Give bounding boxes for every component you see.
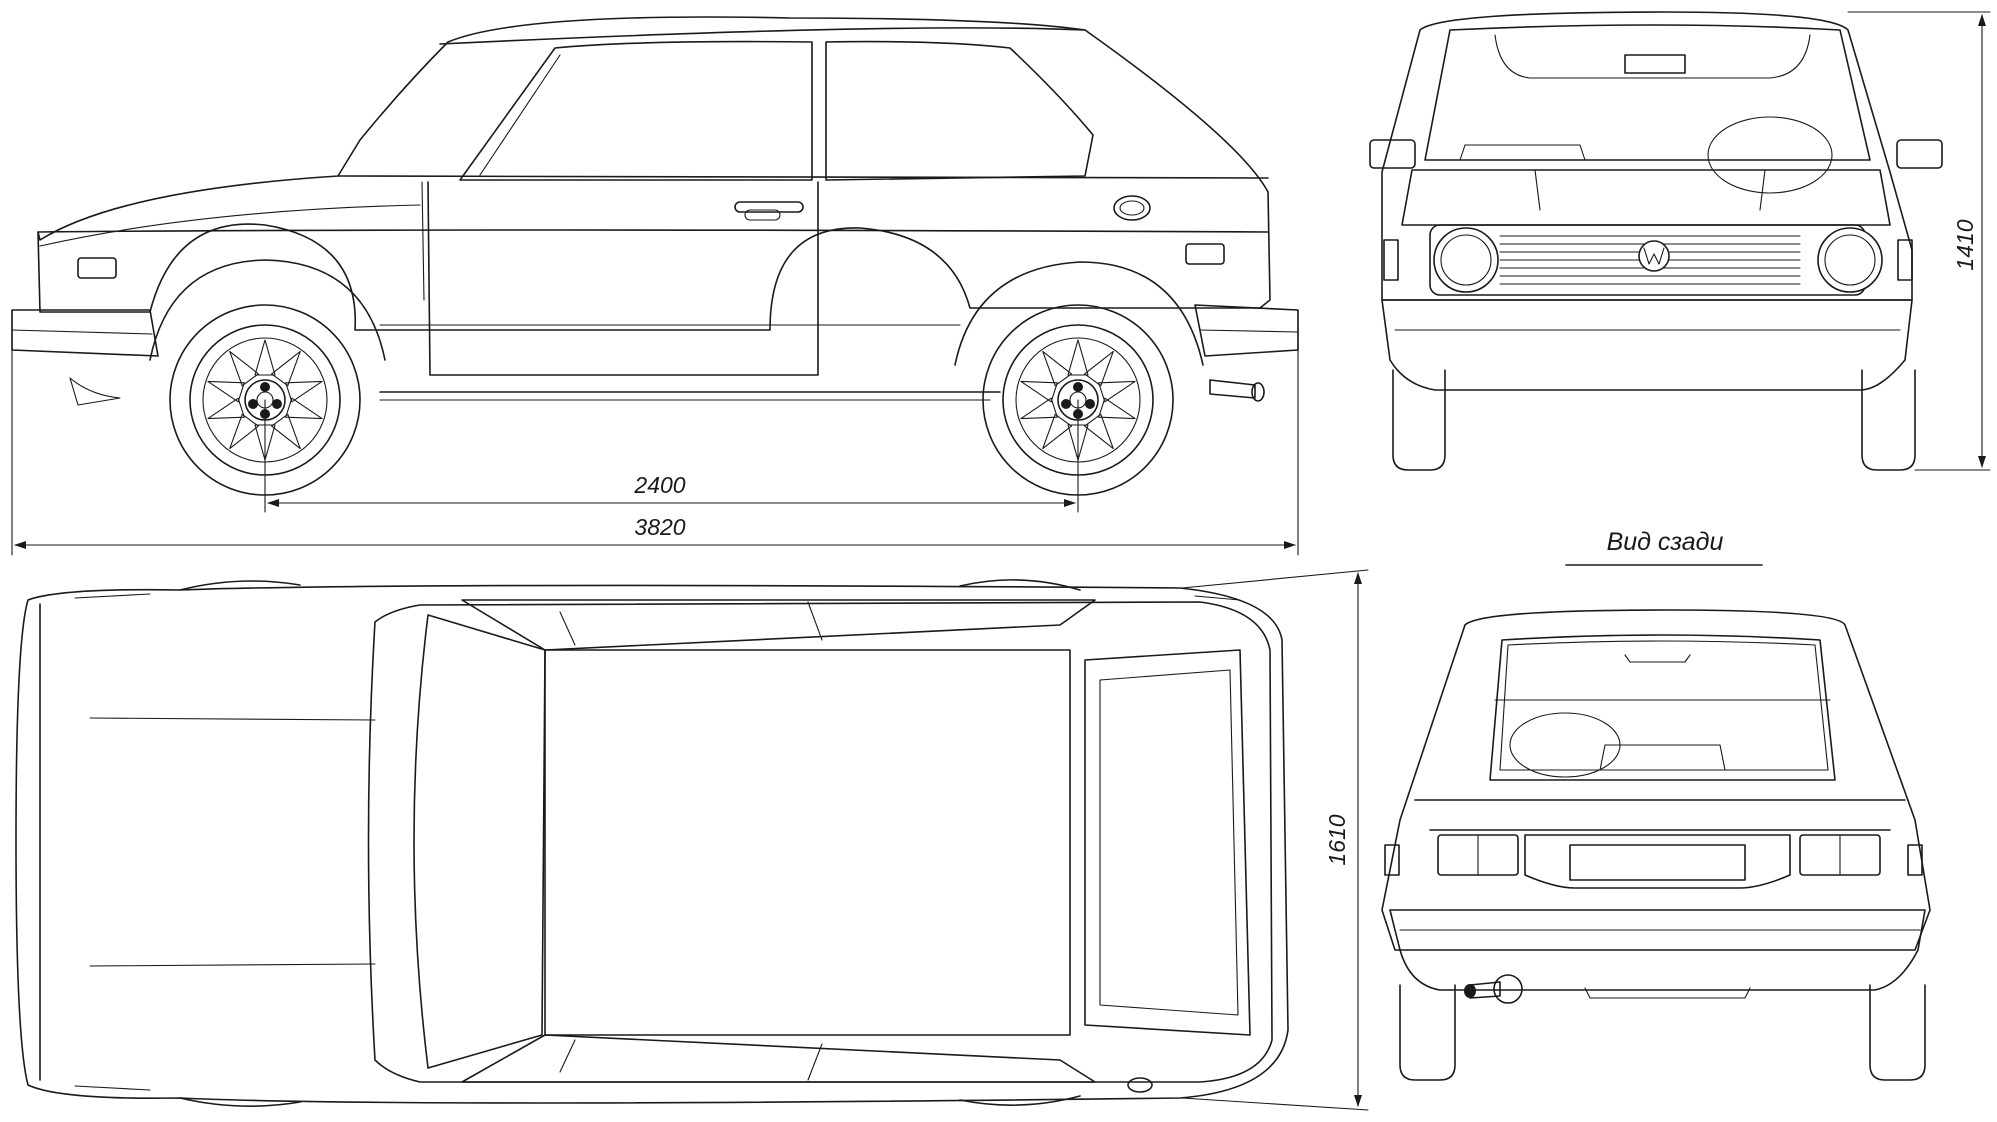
front-left-mirror [1369, 139, 1416, 169]
top-roof [544, 649, 1071, 1036]
length-label: 3820 [634, 514, 685, 540]
front-left-tire [1392, 369, 1446, 471]
side-dimensions: 2400 3820 [11, 309, 1299, 556]
height-label: 1410 [1952, 219, 1978, 270]
rear-view-title: Вид сзади [1607, 528, 1724, 556]
front-view [1369, 11, 1943, 471]
door-handle [734, 201, 804, 213]
rear-license-plate [1569, 844, 1746, 881]
side-front-window [459, 40, 813, 181]
top-body-outline [15, 584, 1289, 1104]
width-label: 1610 [1324, 814, 1350, 865]
front-left-headlight [1433, 227, 1499, 293]
front-bumper [1381, 299, 1913, 391]
front-body-outline [1381, 11, 1913, 301]
top-right-side-window [461, 1034, 1096, 1083]
top-rear-window [1084, 649, 1251, 1036]
rear-left-tire [1399, 984, 1456, 1081]
side-rear-window [825, 40, 1094, 181]
side-view [11, 16, 1299, 496]
front-windshield [1424, 24, 1871, 161]
top-windshield [413, 614, 546, 1069]
height-dimension: 1410 [1847, 11, 1991, 471]
front-right-tire [1861, 369, 1916, 471]
front-right-mirror [1896, 139, 1943, 169]
wheelbase-label: 2400 [633, 472, 685, 498]
rear-window [1489, 634, 1836, 781]
fuel-cap [1113, 195, 1151, 221]
side-door [427, 181, 819, 376]
rear-body-outline [1381, 609, 1931, 951]
top-view [15, 579, 1289, 1107]
vw-badge-icon [1638, 240, 1670, 272]
width-dimension: 1610 [1181, 569, 1369, 1111]
side-body-outline [37, 16, 1271, 331]
top-left-side-window [461, 599, 1096, 651]
rear-view [1381, 609, 1931, 1081]
rear-view-caption: Вид сзади [1565, 528, 1763, 566]
front-right-headlight [1817, 227, 1883, 293]
rear-bumper [1389, 909, 1926, 991]
rear-right-tire [1869, 984, 1926, 1081]
